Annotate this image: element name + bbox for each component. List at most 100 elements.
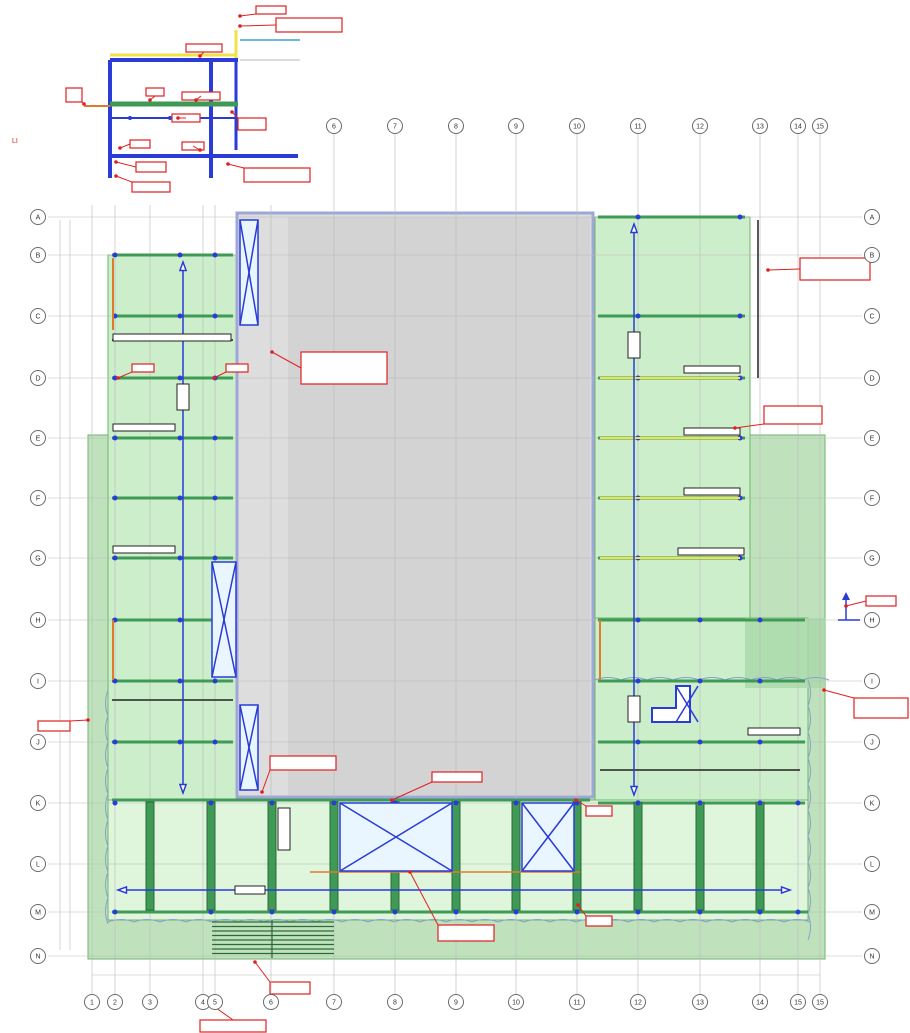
grid-bubble-bottom-7 xyxy=(326,994,342,1010)
beam-node xyxy=(212,678,218,684)
grid-bubble-bottom-11-label: 11 xyxy=(573,1000,580,1007)
callout-left-d-1 xyxy=(131,363,155,373)
grid-bubble-top-15-label: 15 xyxy=(816,124,824,131)
opening-bottom-center-diag-b xyxy=(339,802,453,872)
callout-bottom-right-leader-dot xyxy=(576,903,580,907)
grid-bubble-right-L-label: L xyxy=(870,862,874,869)
grid-bubble-right-K xyxy=(864,795,880,811)
beam-node xyxy=(795,800,801,806)
callout-right-top-leader xyxy=(767,268,801,271)
beam-node xyxy=(697,800,703,806)
grid-bubble-bottom-14 xyxy=(752,994,768,1010)
key-callout-3 xyxy=(275,17,343,33)
grid-bubble-left-M xyxy=(30,904,46,920)
wavy-edge-left xyxy=(105,689,109,925)
beam-node xyxy=(212,252,218,258)
beam-node xyxy=(574,909,580,915)
wavy-edge-bottom xyxy=(107,919,811,923)
grid-bubble-left-D-label: D xyxy=(35,376,40,383)
beam-label-tag-7 xyxy=(747,727,801,736)
grid-bubble-bottom-4-label: 4 xyxy=(201,1000,205,1007)
callout-right-edge xyxy=(853,697,909,719)
opening-top-left-diag-b xyxy=(239,219,259,326)
grid-bubble-right-M xyxy=(864,904,880,920)
grid-bubble-right-E-label: E xyxy=(870,436,875,443)
grid-bubble-top-9-label: 9 xyxy=(514,124,518,131)
key-callout-13 xyxy=(243,167,311,183)
key-plan-node xyxy=(148,58,152,62)
beam-node xyxy=(212,495,218,501)
beam-node xyxy=(331,909,337,915)
grid-bubble-left-C-label: C xyxy=(35,314,40,321)
callout-right-mid-leader xyxy=(734,423,765,429)
grid-bubble-bottom-15 xyxy=(790,994,806,1010)
grid-bubble-right-B-label: B xyxy=(870,253,875,260)
beam-node xyxy=(453,909,459,915)
callout-bottom-center-leader-dot xyxy=(408,870,412,874)
callout-stair-leader xyxy=(254,961,271,983)
key-callout-1-leader-dot xyxy=(198,54,202,58)
callout-bottom-center xyxy=(437,924,495,942)
key-plan-node xyxy=(168,116,172,120)
grid-bubble-right-I-label: I xyxy=(871,679,873,686)
grid-bubble-bottom-13-label: 13 xyxy=(696,1000,704,1007)
grid-bubble-bottom-2 xyxy=(107,994,123,1010)
beam-node xyxy=(177,739,183,745)
grid-bubble-top-12-label: 12 xyxy=(696,124,704,131)
grid-bubble-top-7 xyxy=(387,118,403,134)
beam-node xyxy=(795,909,801,915)
key-plan-node xyxy=(128,116,132,120)
key-callout-1 xyxy=(185,43,223,53)
vertical-beam-10 xyxy=(695,801,705,911)
callout-left-void-leader xyxy=(261,769,271,793)
beam-label-tag-1 xyxy=(112,423,176,432)
callout-bottom-void-leader-dot xyxy=(390,798,394,802)
beam-node xyxy=(112,800,118,806)
grid-bubble-left-E xyxy=(30,430,46,446)
grid-bubble-left-K-label: K xyxy=(36,801,41,808)
beam-node xyxy=(757,909,763,915)
callout-corridor-leader-dot xyxy=(270,350,274,354)
grid-bubble-right-I xyxy=(864,673,880,689)
beam-node xyxy=(635,313,641,319)
callout-left-edge-leader-dot xyxy=(86,718,90,722)
key-callout-8 xyxy=(237,117,267,131)
beam-node xyxy=(212,739,218,745)
tag-vertical-bottom xyxy=(277,807,291,851)
key-callout-5-leader-dot xyxy=(148,98,152,102)
tag-on-left-arrow xyxy=(176,383,190,411)
callout-left-d-1-leader xyxy=(117,371,133,379)
beam-node xyxy=(635,739,641,745)
grid-bubble-bottom-15-label: 15 xyxy=(794,1000,802,1007)
vertical-beam-7 xyxy=(511,801,521,911)
grid-bubble-top-10-label: 10 xyxy=(573,124,581,131)
beam-node xyxy=(453,800,459,806)
grid-bubble-left-F-label: F xyxy=(36,496,40,503)
key-callout-6-leader-dot xyxy=(194,98,198,102)
vertical-beam-6 xyxy=(451,801,461,911)
grid-bubble-bottom-12 xyxy=(630,994,646,1010)
green-zone-right-wing xyxy=(594,216,751,628)
callout-bottom-void xyxy=(431,771,483,783)
key-callout-12-leader-dot xyxy=(114,174,118,178)
beam-node xyxy=(177,313,183,319)
grid-bubble-left-M-label: M xyxy=(35,910,41,917)
span-arrow-right-head-0 xyxy=(629,785,639,798)
callout-corridor-leader xyxy=(271,351,302,369)
grid-bubble-left-C xyxy=(30,308,46,324)
grid-bubble-bottom-1 xyxy=(84,994,100,1010)
grid-bubble-right-M-label: M xyxy=(869,910,875,917)
beam-node xyxy=(112,252,118,258)
beam-node xyxy=(697,617,703,623)
grid-bubble-top-10 xyxy=(569,118,585,134)
grid-bubble-right-K-label: K xyxy=(870,801,875,808)
span-arrow-right-head-1 xyxy=(629,221,639,234)
beam-node xyxy=(635,909,641,915)
beam-node xyxy=(697,909,703,915)
grid-bubble-left-J xyxy=(30,734,46,750)
callout-left-d-1-leader-dot xyxy=(116,376,120,380)
callout-right-edge-leader xyxy=(823,689,855,699)
beam-node xyxy=(112,739,118,745)
